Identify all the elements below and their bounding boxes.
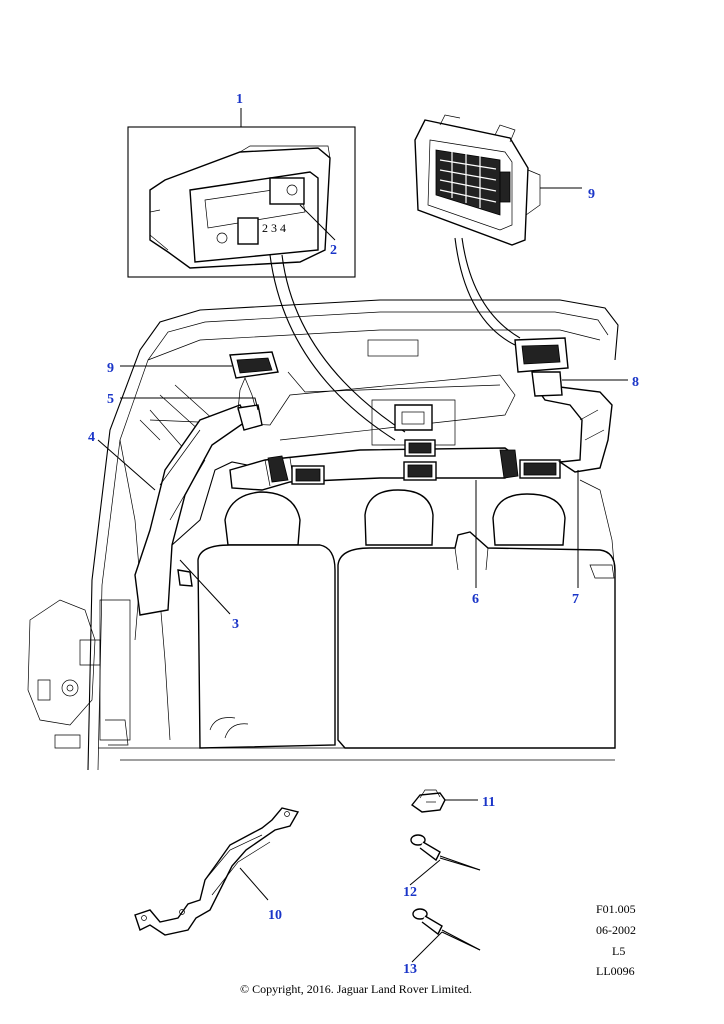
leader-lines xyxy=(97,365,628,615)
inset-air-vent xyxy=(414,114,582,246)
inset-switch-numbers: 2 3 4 xyxy=(262,221,286,235)
crossover-segments xyxy=(267,449,519,483)
part-13-rivet xyxy=(411,908,481,963)
reference-date: 06-2002 xyxy=(596,923,636,937)
callout-6: 6 xyxy=(472,592,479,607)
callout-2: 2 xyxy=(330,243,337,258)
callout-11: 11 xyxy=(482,795,495,810)
part-10-bracket xyxy=(134,807,300,936)
callout-4: 4 xyxy=(88,430,95,445)
callout-numbers: 1 2 9 9 5 4 8 3 6 7 11 12 10 13 xyxy=(88,92,639,977)
part-11-clip xyxy=(410,789,478,813)
callout-13: 13 xyxy=(403,962,417,977)
reference-level: L5 xyxy=(612,944,625,958)
air-ducting xyxy=(134,237,613,616)
reference-block: F01.005 06-2002 L5 LL0096 xyxy=(596,902,636,978)
reference-code: F01.005 xyxy=(596,902,636,916)
inset-switch-panel: 2 3 4 xyxy=(127,108,356,278)
callout-9-main: 9 xyxy=(107,361,114,376)
vehicle-interior xyxy=(27,299,619,771)
part-12-rivet xyxy=(409,834,481,886)
callout-7: 7 xyxy=(572,592,579,607)
reference-drawing: LL0096 xyxy=(596,964,635,978)
callout-9-inset: 9 xyxy=(588,187,595,202)
copyright-notice: © Copyright, 2016. Jaguar Land Rover Lim… xyxy=(240,982,472,996)
callout-3: 3 xyxy=(232,617,239,632)
callout-10: 10 xyxy=(268,908,282,923)
callout-1: 1 xyxy=(236,92,243,107)
callout-12: 12 xyxy=(403,885,417,900)
callout-5: 5 xyxy=(107,392,114,407)
callout-8: 8 xyxy=(632,375,639,390)
